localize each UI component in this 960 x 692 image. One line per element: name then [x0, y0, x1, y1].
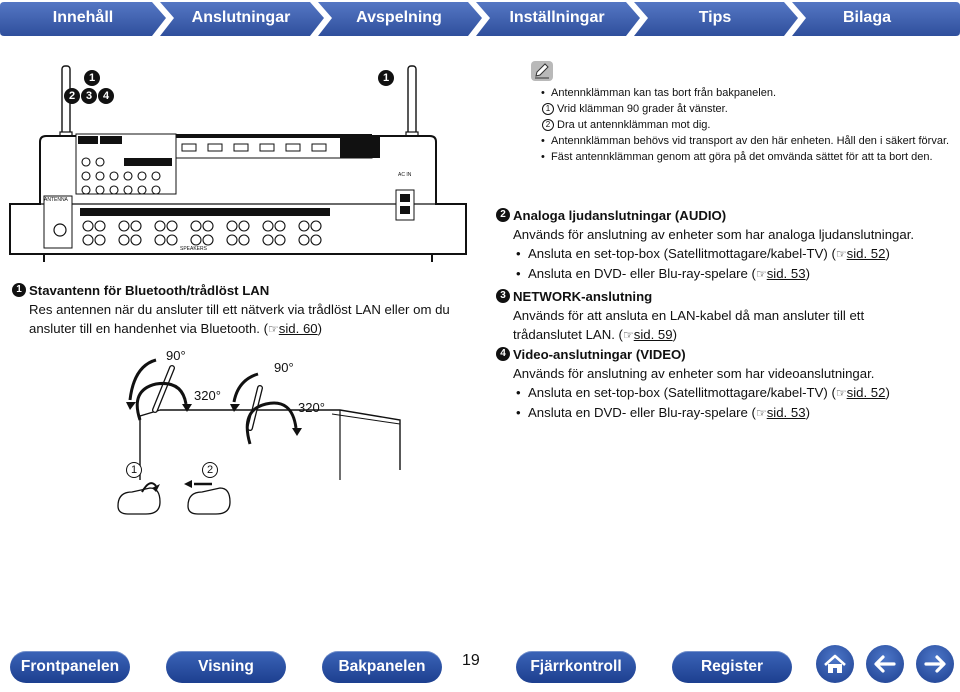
section-1-page-link[interactable]: sid. 60: [278, 321, 318, 336]
section-3-number: 3: [496, 289, 510, 303]
speakers-label: SPEAKERS: [180, 246, 208, 252]
section-4-body: Används för anslutning av enheter som ha…: [513, 366, 875, 381]
section-3-heading: 3 NETWORK-anslutning: [496, 287, 916, 306]
section-2-bullet: Ansluta en DVD- eller Blu-ray-spelare (☞…: [496, 264, 956, 284]
pencil-glyph: [535, 63, 549, 79]
angle-90-right: 90°: [274, 360, 294, 375]
callout-1-right: 1: [378, 70, 394, 86]
section-4: 4 Video-anslutningar (VIDEO) Används för…: [496, 345, 956, 423]
section-2-bullet: Ansluta en set-top-box (Satellitmottagar…: [496, 244, 956, 264]
tab-installningar[interactable]: Inställningar: [509, 9, 605, 26]
section-1-heading: 1 Stavantenn för Bluetooth/trådlöst LAN: [12, 281, 462, 300]
section-3: 3 NETWORK-anslutning Används för att ans…: [496, 287, 916, 345]
section-3-body: Används för att ansluta en LAN-kabel då …: [496, 306, 916, 345]
tab-anslutningar[interactable]: Anslutningar: [191, 9, 291, 26]
rotation-drawing: [126, 358, 401, 480]
nav-visning-button[interactable]: Visning: [166, 651, 286, 683]
section-3-page-link[interactable]: sid. 59: [633, 327, 673, 342]
note-item: •Antennklämman behövs vid transport av d…: [541, 135, 950, 147]
clamp-drawing: [117, 480, 231, 515]
rear-panel-figure: AC IN ANTENNA SPEAKERS 1 2 3 4 1: [0, 40, 470, 290]
antenna-label: ANTENNA: [44, 197, 69, 203]
section-2-body: Används för anslutning av enheter som ha…: [513, 227, 915, 242]
antenna-clamp-steps-figure: 1 2: [98, 448, 248, 528]
section-4-bullet: Ansluta en set-top-box (Satellitmottagar…: [496, 383, 956, 403]
section-4-title: Video-anslutningar (VIDEO): [513, 347, 686, 362]
hand-pointer-icon: ☞: [755, 267, 767, 281]
tab-tips[interactable]: Tips: [698, 9, 732, 26]
angle-320-right: 320°: [298, 400, 325, 415]
ac-in-label: AC IN: [398, 172, 412, 178]
callout-3: 3: [81, 88, 97, 104]
section-1-title: Stavantenn för Bluetooth/trådlöst LAN: [29, 283, 270, 298]
callout-2: 2: [64, 88, 80, 104]
section-2-number: 2: [496, 208, 510, 222]
note-item: •Fäst antennklämman genom att göra på de…: [541, 151, 933, 163]
angle-320-left: 320°: [194, 388, 221, 403]
section-4-heading: 4 Video-anslutningar (VIDEO): [496, 345, 956, 364]
home-icon: [824, 654, 846, 673]
hand-pointer-icon: ☞: [622, 328, 634, 342]
hand-pointer-icon: ☞: [835, 247, 847, 261]
callout-1-left: 1: [84, 70, 100, 86]
forward-button[interactable]: [916, 645, 954, 683]
section-1-body: Res antennen när du ansluter till ett nä…: [12, 300, 462, 339]
top-tab-bar: Innehåll Anslutningar Avspelning Inställ…: [0, 0, 960, 38]
tab-bilaga[interactable]: Bilaga: [842, 9, 891, 26]
rear-panel-drawing: AC IN ANTENNA SPEAKERS: [9, 65, 467, 262]
back-button[interactable]: [866, 645, 904, 683]
section-1: 1 Stavantenn för Bluetooth/trådlöst LAN …: [12, 281, 462, 339]
hand-pointer-icon: ☞: [755, 406, 767, 420]
callout-4: 4: [98, 88, 114, 104]
page-link[interactable]: sid. 53: [766, 266, 806, 281]
section-2: 2 Analoga ljudanslutningar (AUDIO) Använ…: [496, 206, 956, 284]
angle-90-left: 90°: [166, 348, 186, 363]
nav-bakpanelen-button[interactable]: Bakpanelen: [322, 651, 442, 683]
nav-register-button[interactable]: Register: [672, 651, 792, 683]
antenna-rotation-figure: 90° 320° 90° 320°: [100, 340, 480, 480]
section-1-tail: ): [317, 321, 323, 336]
nav-fjarrkontroll-button[interactable]: Fjärrkontroll: [516, 651, 636, 683]
section-2-heading: 2 Analoga ljudanslutningar (AUDIO): [496, 206, 956, 225]
pencil-icon: [531, 61, 553, 81]
arrow-right-icon: [924, 655, 946, 673]
nav-frontpanelen-button[interactable]: Frontpanelen: [10, 651, 130, 683]
page-link[interactable]: sid. 52: [846, 385, 886, 400]
section-3-title: NETWORK-anslutning: [513, 289, 653, 304]
tab-avspelning[interactable]: Avspelning: [356, 9, 442, 26]
note-list: •Antennklämman kan tas bort från bakpane…: [541, 85, 956, 165]
step-2-marker: 2: [202, 462, 218, 478]
home-button[interactable]: [816, 645, 854, 683]
section-4-bullet: Ansluta en DVD- eller Blu-ray-spelare (☞…: [496, 403, 956, 423]
arrow-left-icon: [874, 655, 896, 673]
section-1-text: Res antennen när du ansluter till ett nä…: [29, 302, 450, 336]
section-4-number: 4: [496, 347, 510, 361]
page-link[interactable]: sid. 52: [846, 246, 886, 261]
page-number: 19: [462, 652, 480, 669]
step-1-marker: 1: [126, 462, 142, 478]
hand-pointer-icon: ☞: [268, 322, 279, 336]
hand-pointer-icon: ☞: [835, 386, 847, 400]
section-2-title: Analoga ljudanslutningar (AUDIO): [513, 208, 727, 223]
page-link[interactable]: sid. 53: [766, 405, 806, 420]
note-item: •Antennklämman kan tas bort från bakpane…: [541, 87, 777, 99]
tab-bar-shapes: [0, 2, 960, 36]
tab-innehall[interactable]: Innehåll: [52, 9, 114, 26]
bottom-nav: Frontpanelen Visning Bakpanelen Fjärrkon…: [0, 640, 960, 692]
section-1-number: 1: [12, 283, 26, 297]
